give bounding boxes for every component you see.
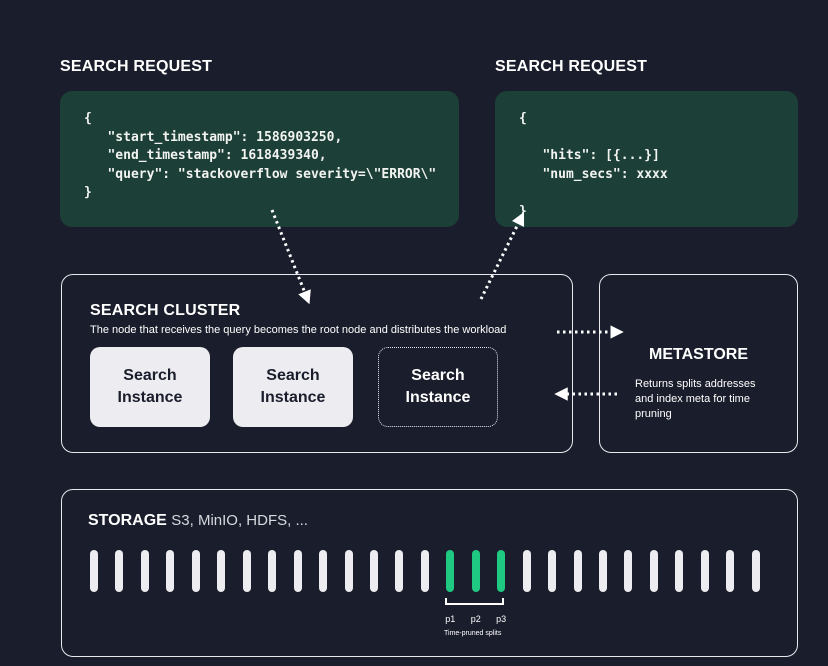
response-title: SEARCH REQUEST [495,58,648,75]
storage-panel: STORAGE S3, MinIO, HDFS, ... p1 p2 p3 Time… [61,489,798,657]
pruned-splits-bracket [445,598,504,605]
split [140,550,149,592]
split [700,550,709,592]
split [217,550,226,592]
split [522,550,531,592]
arrow-cluster-to-response [479,211,525,300]
split [293,550,302,592]
split [675,550,684,592]
split [624,550,633,592]
split [344,550,353,592]
metastore-description: Returns splits addresses and index meta … [635,378,756,420]
split [369,550,378,592]
request-code: { "start_timestamp": 1586903250, "end_ti… [84,111,437,200]
search-cluster-panel: SEARCH CLUSTER The node that receives th… [61,274,573,453]
split [751,550,760,592]
pruned-splits-caption: Time-pruned splits [444,630,502,637]
metastore-panel: METASTORE Returns splits addresses and i… [599,274,798,453]
storage-header: STORAGE S3, MinIO, HDFS, ... [88,512,308,530]
pruned-split [446,550,455,592]
split [166,550,175,592]
splits-row: p1 p2 p3 [62,490,797,656]
response-code: { "hits": [{...}] "num_secs": xxxx } [519,111,668,219]
search-instance-1[interactable]: Search Instance [90,347,210,427]
split [242,550,251,592]
split [90,550,98,592]
search-instance-root[interactable]: Search Instance [378,347,498,427]
split [319,550,328,592]
storage-label: STORAGE [88,512,167,529]
pruned-split-label: p2 [470,614,481,624]
pruned-split [497,550,506,592]
split [726,550,735,592]
response-code-box: { "hits": [{...}] "num_secs": xxxx } [495,91,798,227]
search-cluster-title: SEARCH CLUSTER [90,302,241,319]
search-cluster-subtitle: The node that receives the query becomes… [90,324,507,336]
search-instance-2[interactable]: Search Instance [233,347,353,427]
storage-sublabel: S3, MinIO, HDFS, ... [171,512,308,529]
arrow-request-to-cluster [270,209,311,305]
split [573,550,582,592]
split [548,550,557,592]
request-code-box: { "start_timestamp": 1586903250, "end_ti… [60,91,459,227]
pruned-split-label: p3 [496,614,507,624]
split [599,550,607,592]
split [115,550,124,592]
split [649,550,658,592]
pruned-split-label: p1 [445,614,456,624]
split [191,550,200,592]
split [420,550,429,592]
request-title: SEARCH REQUEST [60,58,213,75]
metastore-title: METASTORE [649,346,748,363]
split [268,550,277,592]
pruned-split [471,550,480,592]
split [395,550,404,592]
